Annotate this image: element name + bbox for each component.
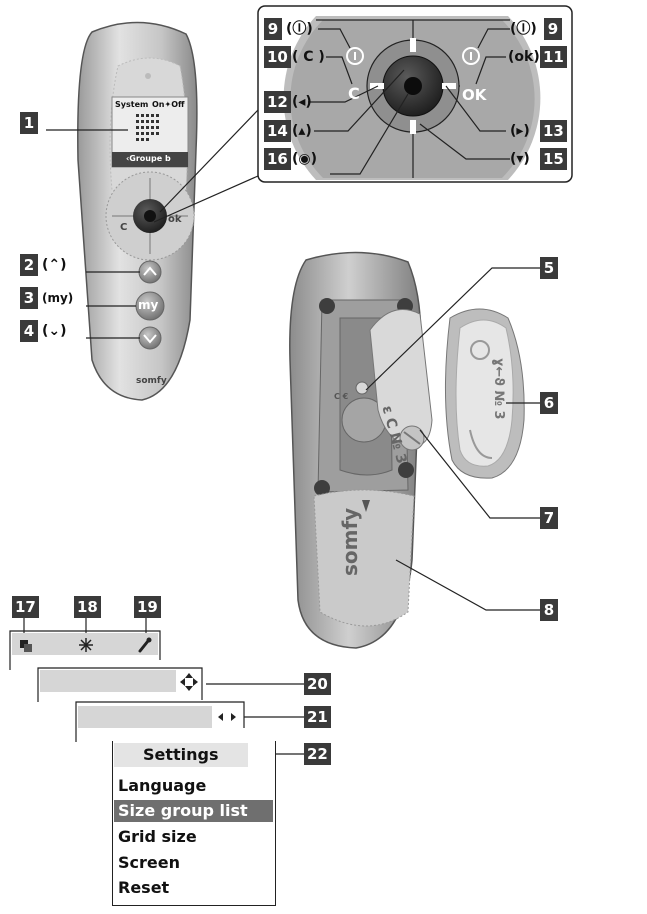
back-chip-label: C € bbox=[334, 392, 349, 401]
callout-3: 3 bbox=[20, 287, 38, 309]
zoom-key-ok: OK bbox=[462, 86, 487, 104]
zoom-panel bbox=[257, 5, 573, 183]
callout-1: 1 bbox=[20, 112, 38, 134]
key-c: C bbox=[120, 222, 128, 233]
menu-frames bbox=[9, 616, 304, 755]
callout-18: 18 bbox=[74, 596, 101, 618]
cover-plate-text: ɣ←ϑ № 3 bbox=[491, 358, 506, 420]
back-leaders bbox=[365, 267, 540, 611]
layers-icon bbox=[20, 640, 32, 652]
sun-icon bbox=[79, 638, 93, 652]
callout-22: 22 bbox=[304, 743, 331, 765]
callout-4: 4 bbox=[20, 320, 38, 342]
label-my-button: (my) bbox=[42, 291, 74, 305]
callout-8: 8 bbox=[540, 599, 558, 621]
callout-14: 14 bbox=[264, 120, 291, 142]
callout-6: 6 bbox=[540, 392, 558, 414]
front-leaders bbox=[46, 109, 259, 339]
wrench-icon bbox=[138, 637, 152, 653]
menu-item-reset[interactable]: Reset bbox=[118, 878, 170, 897]
label-up: (▴) bbox=[292, 123, 312, 139]
callout-21: 21 bbox=[304, 706, 331, 728]
screen-grid bbox=[136, 114, 159, 141]
settings-menu bbox=[112, 741, 276, 906]
screen-group: ‹Groupe b bbox=[126, 154, 171, 163]
label-down-button: (⌄) bbox=[42, 323, 67, 339]
key-ok: ok bbox=[168, 214, 182, 225]
zoom-leaders bbox=[308, 28, 510, 175]
back-remote bbox=[289, 251, 433, 649]
callout-11: 11 bbox=[540, 46, 567, 68]
callout-15: 15 bbox=[540, 148, 567, 170]
callout-2: 2 bbox=[20, 254, 38, 276]
callout-20: 20 bbox=[304, 673, 331, 695]
label-c: ( C ) bbox=[292, 49, 325, 65]
settings-title: Settings bbox=[143, 745, 219, 764]
remote-brand: somfy bbox=[136, 376, 167, 386]
battery-cover bbox=[444, 308, 525, 479]
menu-item-grid-size[interactable]: Grid size bbox=[118, 827, 197, 846]
label-center: (◉) bbox=[292, 151, 318, 167]
callout-5: 5 bbox=[540, 257, 558, 279]
callout-17: 17 bbox=[12, 596, 39, 618]
label-power-left: (Ⓘ) bbox=[286, 21, 313, 37]
callout-9-right: 9 bbox=[544, 18, 562, 40]
label-power-right: (Ⓘ) bbox=[510, 21, 537, 37]
scroll-bar-21 bbox=[78, 706, 212, 728]
screen-on-off: On✦Off bbox=[152, 100, 185, 109]
left-right-arrows-icon bbox=[218, 713, 236, 721]
menu-item-screen[interactable]: Screen bbox=[118, 853, 180, 872]
callout-10: 10 bbox=[264, 46, 291, 68]
screen-system: System bbox=[115, 100, 149, 109]
callout-16: 16 bbox=[264, 148, 291, 170]
scroll-bar-20 bbox=[40, 670, 176, 692]
label-ok: (ok) bbox=[508, 49, 540, 65]
key-my: my bbox=[138, 298, 159, 312]
label-down: (▾) bbox=[510, 151, 530, 167]
settings-title-bar bbox=[114, 743, 248, 767]
label-right: (▸) bbox=[510, 123, 530, 139]
callout-19: 19 bbox=[134, 596, 161, 618]
callout-13: 13 bbox=[540, 120, 567, 142]
zoom-key-c: C bbox=[348, 84, 360, 103]
callout-9-left: 9 bbox=[264, 18, 282, 40]
callout-7: 7 bbox=[540, 507, 558, 529]
callout-12: 12 bbox=[264, 91, 291, 113]
four-arrows-icon bbox=[180, 673, 198, 691]
menu-item-language[interactable]: Language bbox=[118, 776, 207, 795]
label-left: (◂) bbox=[292, 94, 312, 110]
back-brand: somfy bbox=[338, 507, 362, 576]
menu-item-size-group-list[interactable]: Size group list bbox=[114, 800, 273, 822]
label-up-button: (⌃) bbox=[42, 257, 67, 273]
